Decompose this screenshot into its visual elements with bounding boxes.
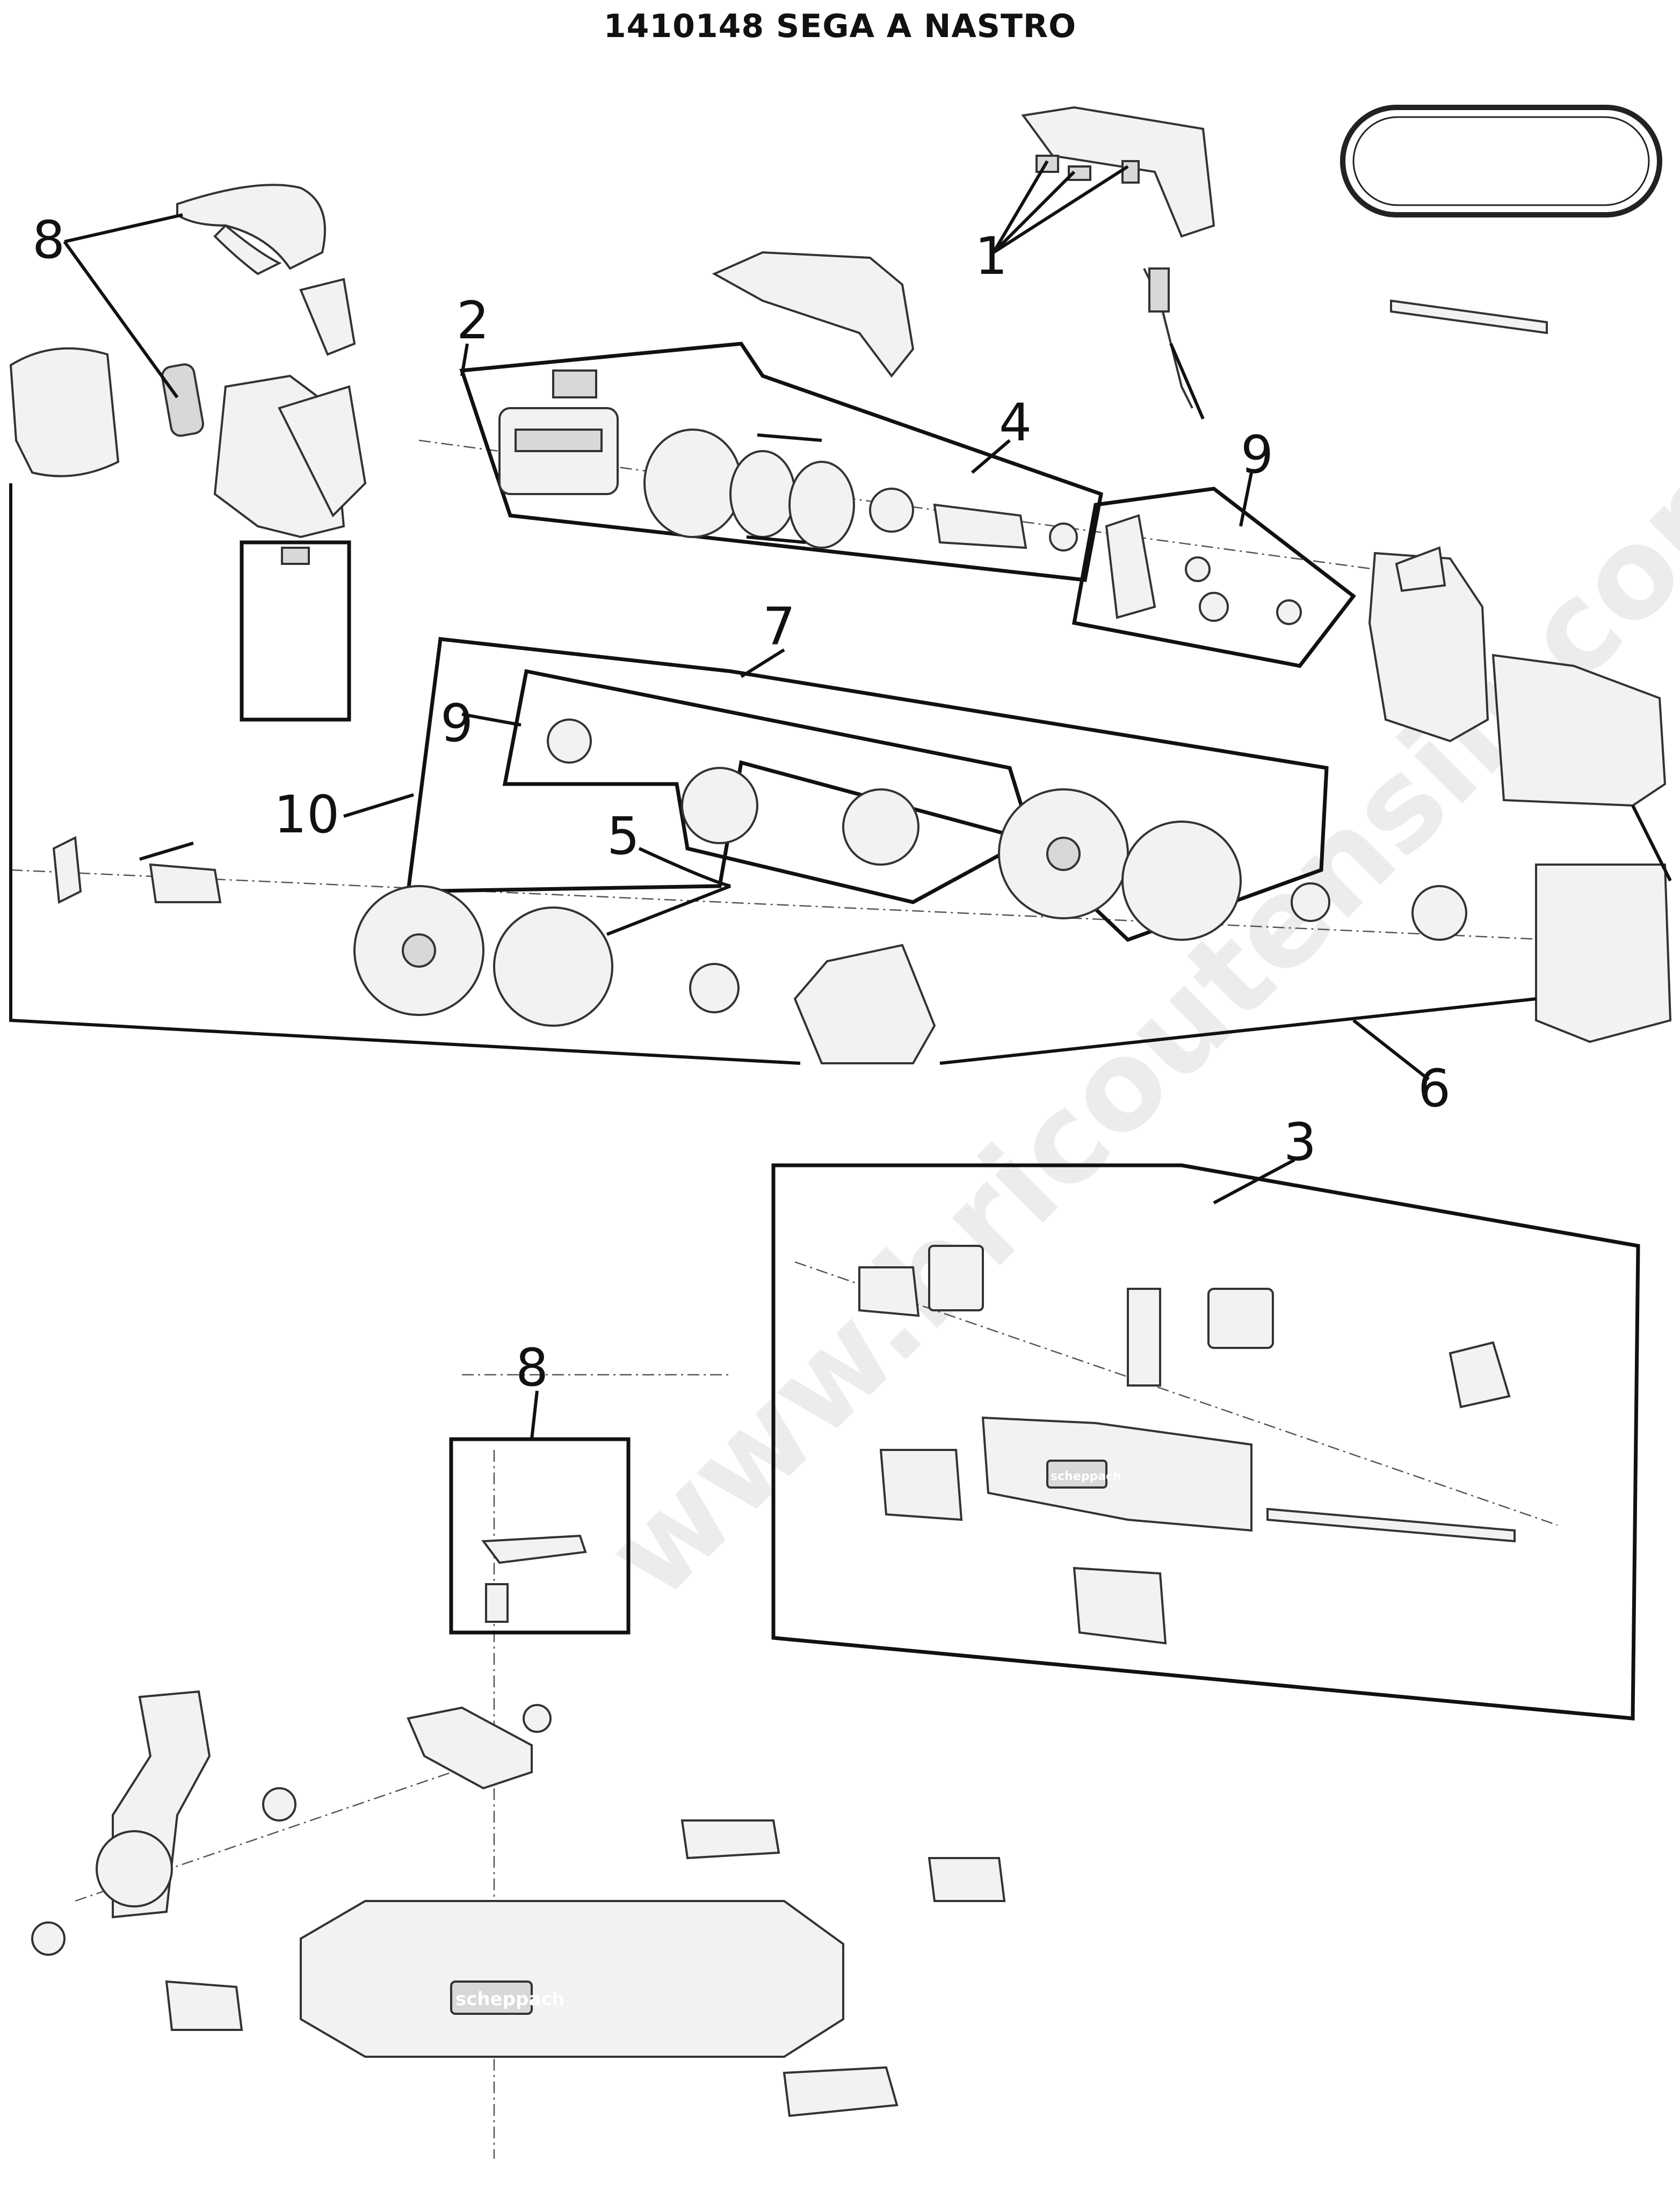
callout-1: 1 (975, 226, 1008, 286)
handle-assembly-top (1021, 106, 1215, 420)
callout-2: 2 (457, 291, 489, 351)
callout-5: 5 (607, 806, 640, 866)
blade-guide-block: scheppach (771, 1163, 1640, 1721)
lock-lever-box (449, 1437, 631, 1635)
blade-loop (1340, 105, 1662, 335)
callout-leaders (63, 160, 1430, 1440)
callout-7: 7 (763, 597, 795, 657)
callout-9-lower: 9 (440, 693, 473, 753)
gear-group-upper (1071, 487, 1356, 668)
callout-6: 6 (1418, 1058, 1451, 1119)
callout-10: 10 (274, 785, 339, 845)
tension-bracket (52, 836, 222, 904)
rear-handle (161, 184, 326, 437)
gearbox-housing (1368, 546, 1667, 807)
brand-label-guide: scheppach (1051, 1470, 1121, 1483)
callout-8-upper: 8 (32, 210, 65, 270)
callout-labels: 1 2 3 4 5 6 7 8 8 9 9 10 (32, 210, 1451, 1398)
switch-block-left (240, 540, 351, 722)
upper-housing (9, 251, 915, 539)
base-assembly: scheppach (31, 1690, 1006, 2117)
motor-assembly (459, 342, 1103, 582)
diagram-title: 1410148 SEGA A NASTRO (603, 8, 1077, 45)
callout-8-lower: 8 (516, 1338, 548, 1398)
brand-label-base: scheppach (455, 1989, 565, 2010)
callout-9-upper: 9 (1241, 425, 1273, 485)
callout-3: 3 (1284, 1112, 1316, 1172)
drive-wheel-group (9, 483, 1672, 1065)
callout-4: 4 (999, 393, 1032, 453)
